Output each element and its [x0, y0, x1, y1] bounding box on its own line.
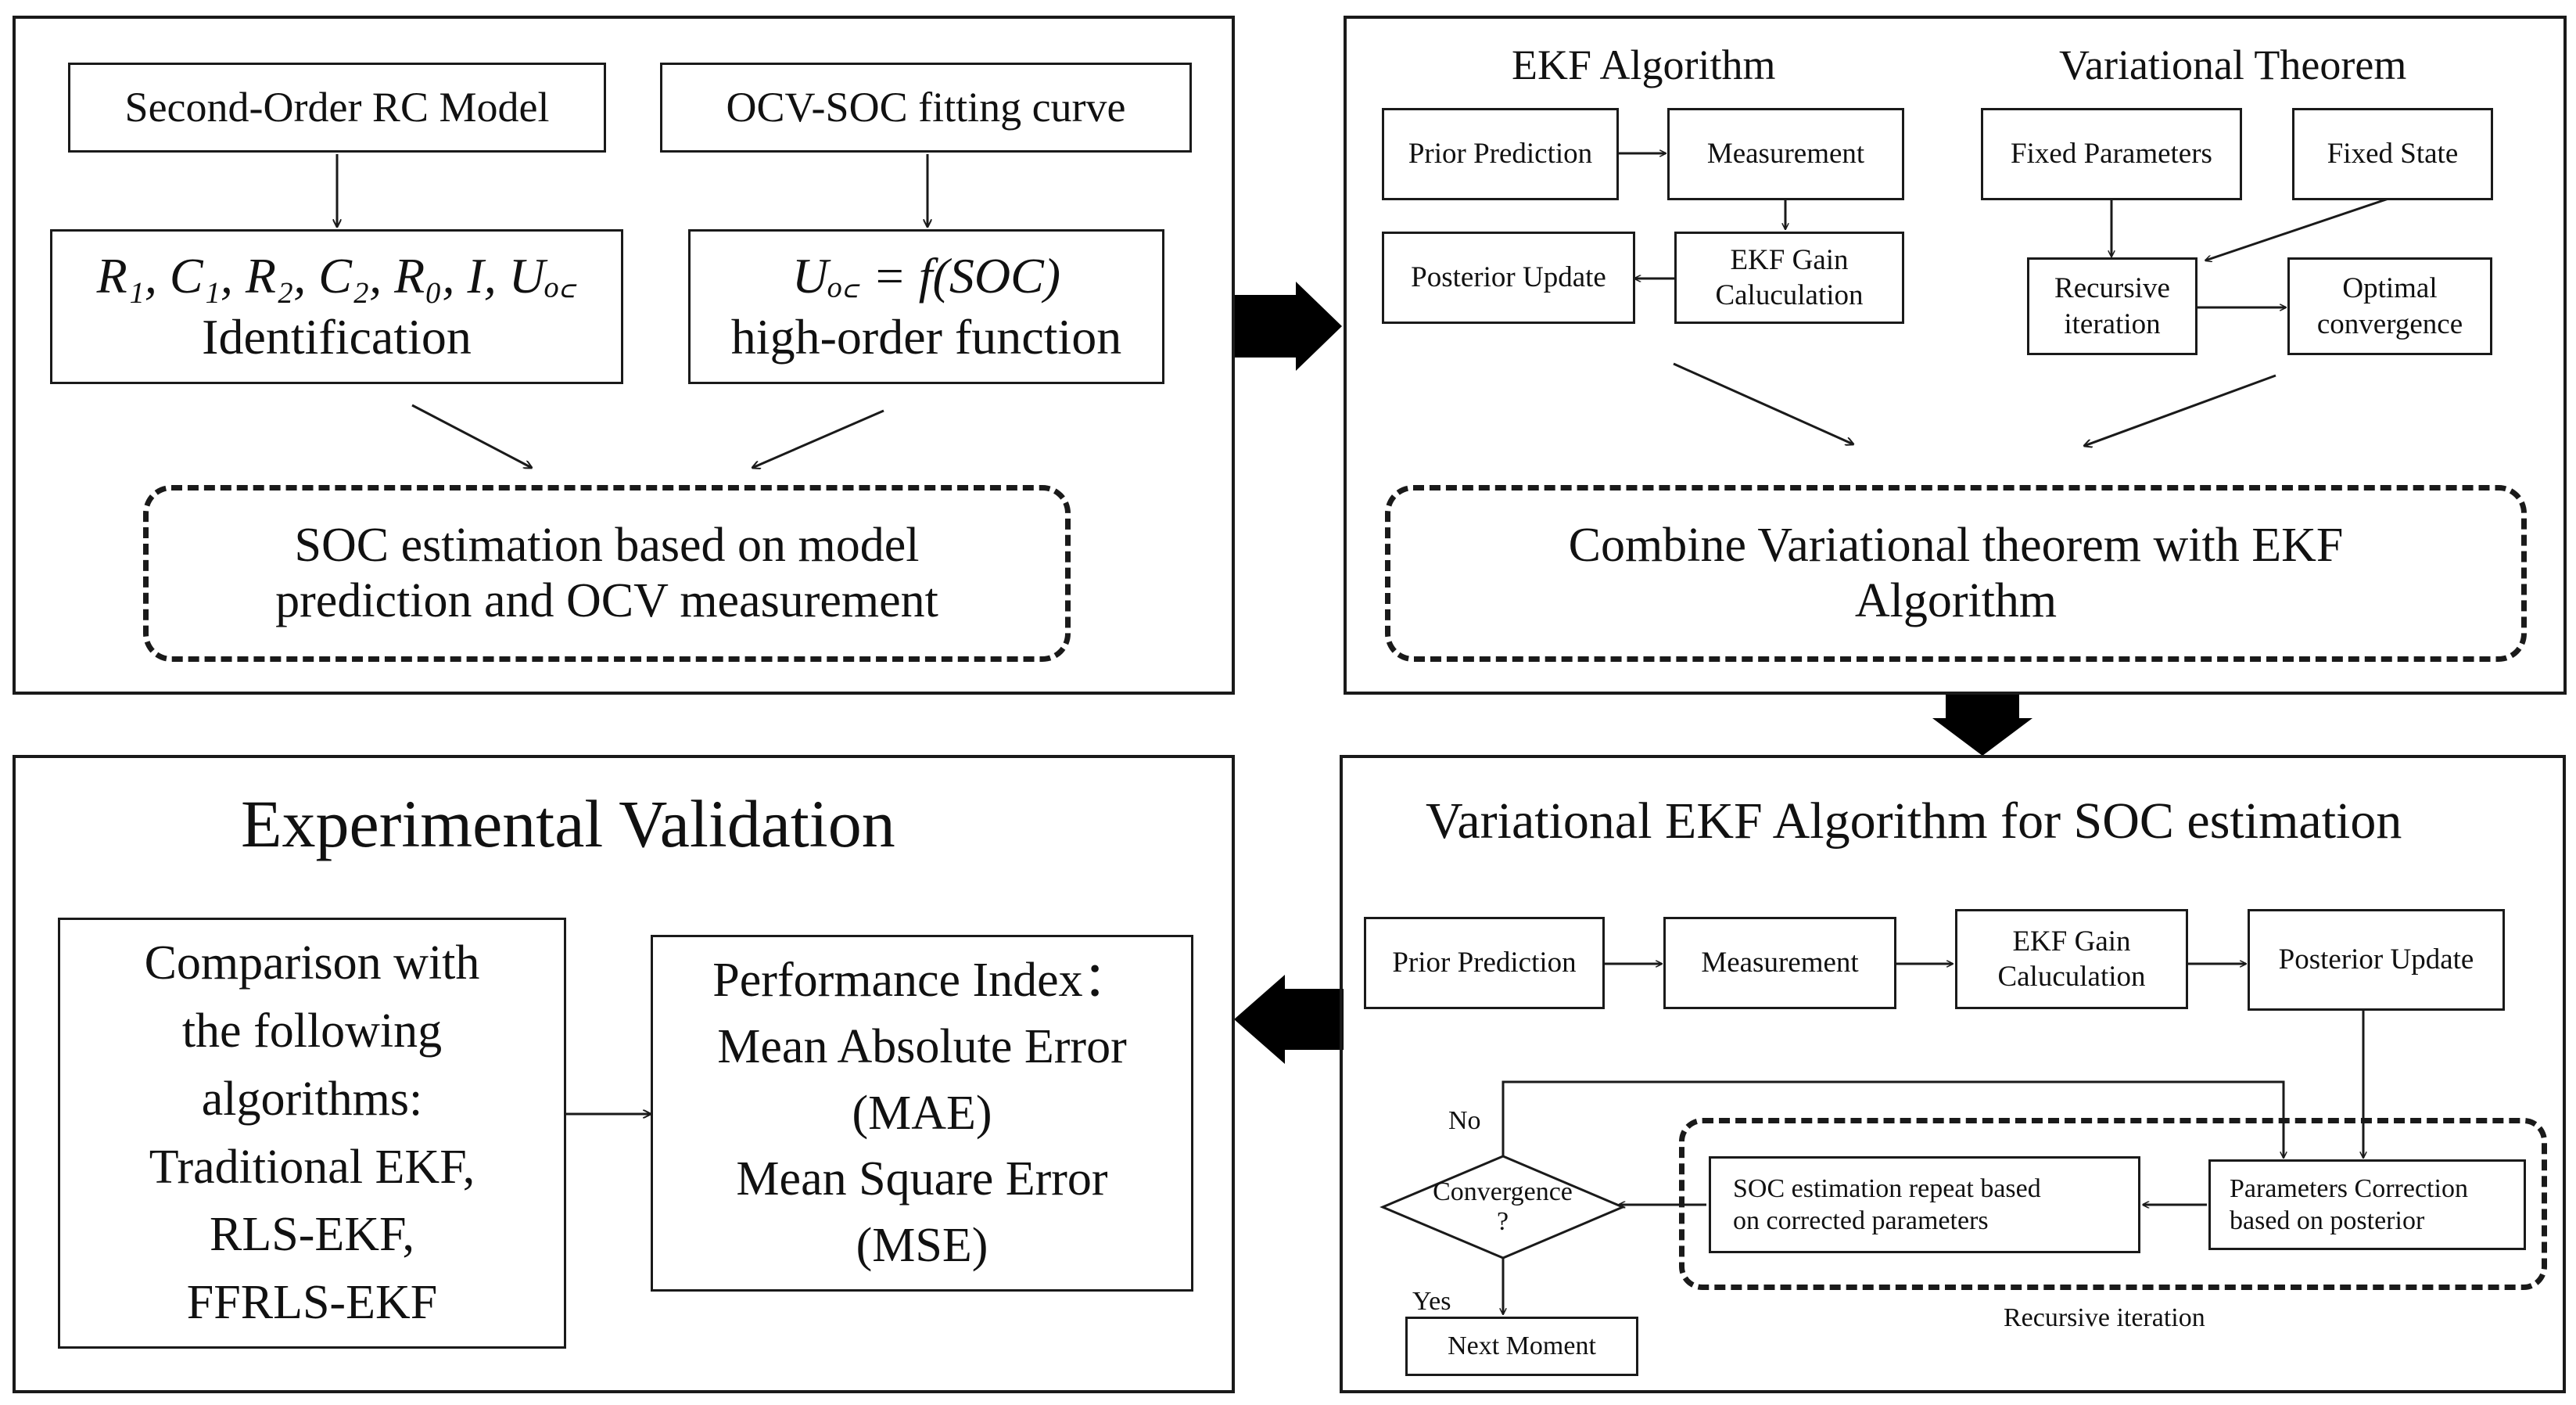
soc-estimation-box: SOC estimation based on model prediction… [143, 485, 1071, 662]
panel-experimental-validation [13, 755, 1235, 1393]
optimal-line1: Optimal [2342, 272, 2438, 305]
fixed-parameters-label: Fixed Parameters [2011, 138, 2212, 171]
comparison-line: the following [181, 1004, 443, 1058]
variational-theorem-title: Variational Theorem [2059, 41, 2407, 88]
ocv-curve-label: OCV-SOC fitting curve [726, 83, 1126, 131]
fixed-state-label: Fixed State [2327, 138, 2459, 171]
rc-model-label: Second-Order RC Model [124, 83, 550, 131]
identification-label: Identification [202, 309, 472, 365]
ekf-posterior-update-box: Posterior Update [1382, 232, 1635, 324]
fixed-state-box: Fixed State [2292, 108, 2493, 200]
recursive-line2: iteration [2064, 307, 2161, 340]
convergence-decision: Convergence ? [1383, 1156, 1623, 1258]
combine-line1: Combine Variational theorem with EKF [1568, 519, 2344, 572]
comparison-line: Traditional EKF, [149, 1140, 475, 1194]
fixed-parameters-box: Fixed Parameters [1981, 108, 2242, 200]
convergence-line2: ? [1496, 1207, 1509, 1236]
soc-estimation-line2: prediction and OCV measurement [275, 574, 938, 627]
performance-line: (MSE) [856, 1219, 988, 1273]
soc-repeat-line2: on corrected parameters [1733, 1206, 1989, 1235]
ekf-algorithm-title: EKF Algorithm [1512, 41, 1776, 88]
ekf-measurement-label: Measurement [1706, 138, 1865, 171]
ekf-gain-line1: EKF Gain [1730, 243, 1849, 276]
identification-params: R₁, C₁, R₂, C₂, R₀, I, Uₒ꜀ [96, 247, 577, 304]
optimal-convergence-box: Optimal convergence [2287, 257, 2492, 355]
comparison-line: RLS-EKF, [209, 1208, 415, 1262]
params-correction-line2: based on posterior [2230, 1206, 2425, 1235]
params-correction-line1: Parameters Correction [2230, 1173, 2468, 1203]
identification-box: R₁, C₁, R₂, C₂, R₀, I, Uₒ꜀ Identificatio… [50, 229, 623, 384]
v-ekf-gain-line1: EKF Gain [2012, 925, 2131, 958]
panel-model-identification [13, 16, 1235, 695]
v-measurement-label: Measurement [1701, 947, 1859, 979]
comparison-line: Comparison with [144, 936, 480, 990]
v-posterior-update-box: Posterior Update [2248, 909, 2505, 1011]
performance-index-box: Performance Index： Mean Absolute Error (… [651, 935, 1193, 1292]
uoc-function-box: Uₒ꜀ = f(SOC) high-order function [688, 229, 1164, 384]
performance-line: (MAE) [852, 1086, 992, 1140]
ekf-prior-prediction-label: Prior Prediction [1408, 138, 1593, 171]
soc-repeat-line1: SOC estimation repeat based [1733, 1173, 2041, 1203]
big-arrow-right [1234, 282, 1342, 371]
ocv-curve-box: OCV-SOC fitting curve [660, 63, 1192, 153]
v-posterior-update-label: Posterior Update [2278, 943, 2474, 976]
ekf-gain-line2: Caluculation [1715, 279, 1864, 311]
recursive-iteration-label: Recursive iteration [2004, 1303, 2205, 1332]
ekf-prior-prediction-box: Prior Prediction [1382, 108, 1619, 200]
big-arrow-down [1932, 695, 2032, 756]
soc-repeat-box: SOC estimation repeat based on corrected… [1709, 1156, 2140, 1253]
comparison-line: FFRLS-EKF [186, 1276, 438, 1330]
big-arrow-left [1234, 975, 1344, 1064]
performance-line: Mean Absolute Error [717, 1019, 1127, 1073]
yes-label: Yes [1412, 1287, 1451, 1316]
ekf-gain-box: EKF Gain Caluculation [1674, 232, 1904, 324]
v-measurement-box: Measurement [1663, 917, 1896, 1009]
next-moment-label: Next Moment [1448, 1331, 1596, 1361]
comparison-line: algorithms: [201, 1072, 423, 1126]
optimal-line2: convergence [2316, 307, 2463, 340]
v-ekf-gain-line2: Caluculation [1997, 961, 2146, 993]
soc-estimation-line1: SOC estimation based on model [294, 519, 920, 572]
panel-variational-ekf-combination [1344, 16, 2567, 695]
uoc-formula: Uₒ꜀ = f(SOC) [791, 247, 1061, 304]
no-label: No [1448, 1106, 1481, 1135]
recursive-line1: Recursive [2054, 272, 2170, 305]
high-order-label: high-order function [730, 309, 1122, 365]
convergence-line1: Convergence [1433, 1177, 1573, 1206]
variational-ekf-title: Variational EKF Algorithm for SOC estima… [1426, 792, 2402, 850]
params-correction-box: Parameters Correction based on posterior [2208, 1159, 2526, 1250]
experimental-validation-title: Experimental Validation [241, 786, 895, 861]
performance-line: Performance Index： [712, 953, 1132, 1007]
panel-variational-ekf-soc [1340, 755, 2566, 1393]
performance-line: Mean Square Error [736, 1152, 1108, 1206]
ekf-posterior-update-label: Posterior Update [1411, 261, 1606, 294]
combine-box: Combine Variational theorem with EKF Alg… [1385, 485, 2527, 662]
next-moment-box: Next Moment [1405, 1317, 1638, 1376]
recursive-iteration-region [1679, 1118, 2547, 1290]
v-prior-prediction-box: Prior Prediction [1364, 917, 1605, 1009]
v-prior-prediction-label: Prior Prediction [1392, 947, 1577, 979]
recursive-iteration-box: Recursive iteration [2027, 257, 2197, 355]
ekf-measurement-box: Measurement [1667, 108, 1904, 200]
v-ekf-gain-box: EKF Gain Caluculation [1955, 909, 2188, 1009]
rc-model-box: Second-Order RC Model [68, 63, 606, 153]
comparison-box: Comparison with the following algorithms… [58, 918, 566, 1349]
combine-line2: Algorithm [1854, 574, 2058, 627]
